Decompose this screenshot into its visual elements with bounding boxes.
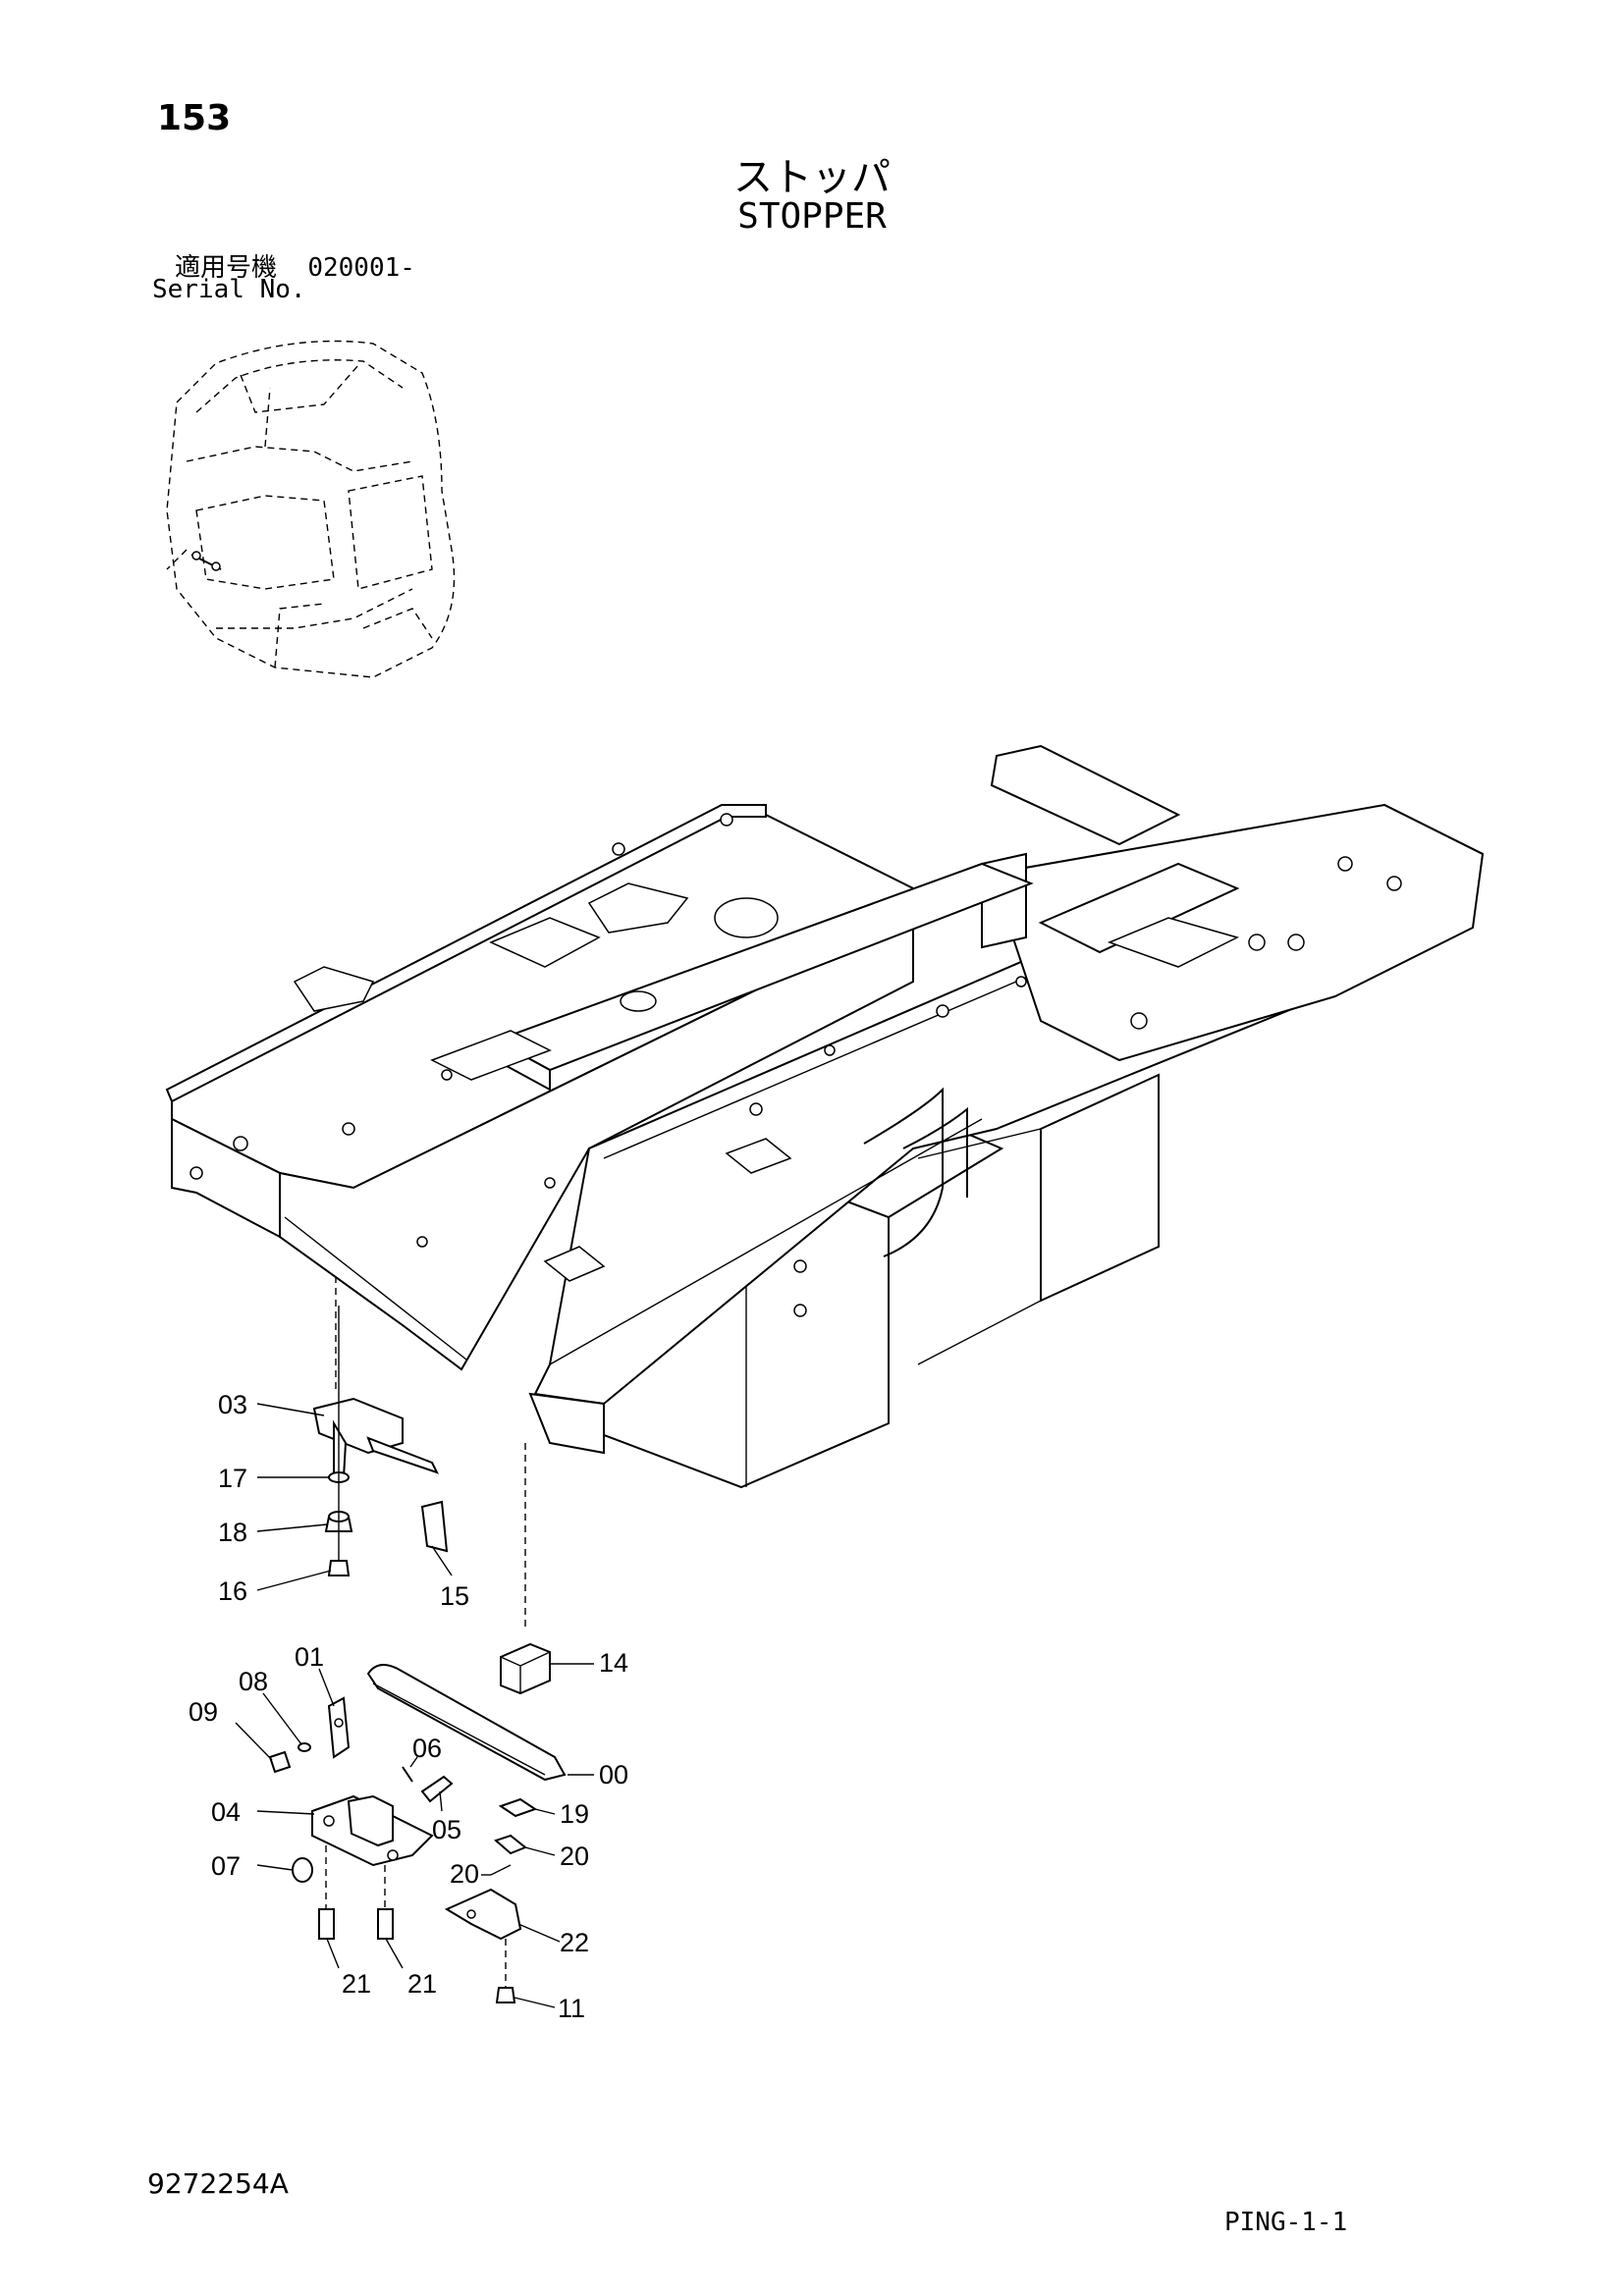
- part-07-spacer: [292, 1857, 313, 1883]
- cab-location-thumbnail: [166, 340, 456, 678]
- callout-labels: 03 17 18 16 15 14 01 08 09 00 06 05 04 0…: [189, 1390, 628, 2023]
- callout-18: 18: [218, 1518, 247, 1547]
- part-14-rubber-block: [500, 1642, 551, 1695]
- part-15-label: [420, 1500, 449, 1553]
- callout-11: 11: [558, 1994, 585, 2023]
- callout-09: 09: [189, 1697, 218, 1727]
- stopper-parts: [268, 1306, 567, 2003]
- serial-label-english: Serial No.: [152, 275, 306, 304]
- part-22-stopper-bracket: [444, 1888, 522, 1941]
- page-code: PING-1-1: [1224, 2208, 1348, 2237]
- callout-05: 05: [432, 1815, 461, 1844]
- serial-label-japanese: 適用号機: [175, 253, 278, 283]
- callout-22: 22: [560, 1928, 589, 1957]
- part-05-shaft: [420, 1775, 454, 1803]
- upper-frame-assembly: [165, 744, 1485, 1629]
- serial-range: 020001-: [307, 253, 415, 283]
- part-00-stopper-lever: [366, 1664, 567, 1782]
- callout-21-right: 21: [407, 1969, 437, 1999]
- part-16-bolt: [327, 1560, 351, 1576]
- part-21-bolt-b: [377, 1908, 394, 1940]
- callout-08: 08: [239, 1667, 268, 1696]
- part-08-washer: [298, 1742, 311, 1752]
- callout-04: 04: [211, 1797, 241, 1827]
- callout-20-left: 20: [450, 1859, 479, 1889]
- part-06-pin: [402, 1766, 413, 1783]
- callout-07: 07: [211, 1851, 241, 1881]
- part-01-plate: [327, 1696, 351, 1759]
- leader-lines: [235, 1403, 594, 2008]
- callout-00: 00: [599, 1760, 628, 1789]
- callout-19: 19: [560, 1799, 589, 1829]
- part-20-shim-a: [494, 1834, 527, 1855]
- part-11-bolt: [495, 1987, 516, 2003]
- callout-20-right: 20: [560, 1842, 589, 1871]
- part-19-shim: [498, 1797, 538, 1818]
- page-number: 153: [157, 98, 232, 138]
- part-09-bolt: [268, 1750, 292, 1774]
- callout-06: 06: [412, 1734, 442, 1763]
- callout-01: 01: [295, 1642, 324, 1672]
- title-japanese: ストッパ: [733, 155, 891, 200]
- callout-03: 03: [218, 1390, 247, 1419]
- serial-applicability: 適用号機 020001-: [175, 247, 415, 284]
- callout-17: 17: [218, 1464, 247, 1493]
- title-english: STOPPER: [737, 196, 887, 237]
- callout-16: 16: [218, 1576, 247, 1606]
- part-21-bolt-a: [318, 1908, 335, 1940]
- callout-14: 14: [599, 1648, 628, 1678]
- callout-15: 15: [440, 1581, 469, 1611]
- drawing-number: 9272254A: [147, 2167, 289, 2200]
- part-03-bracket: [312, 1397, 404, 1455]
- callout-21-left: 21: [342, 1969, 371, 1999]
